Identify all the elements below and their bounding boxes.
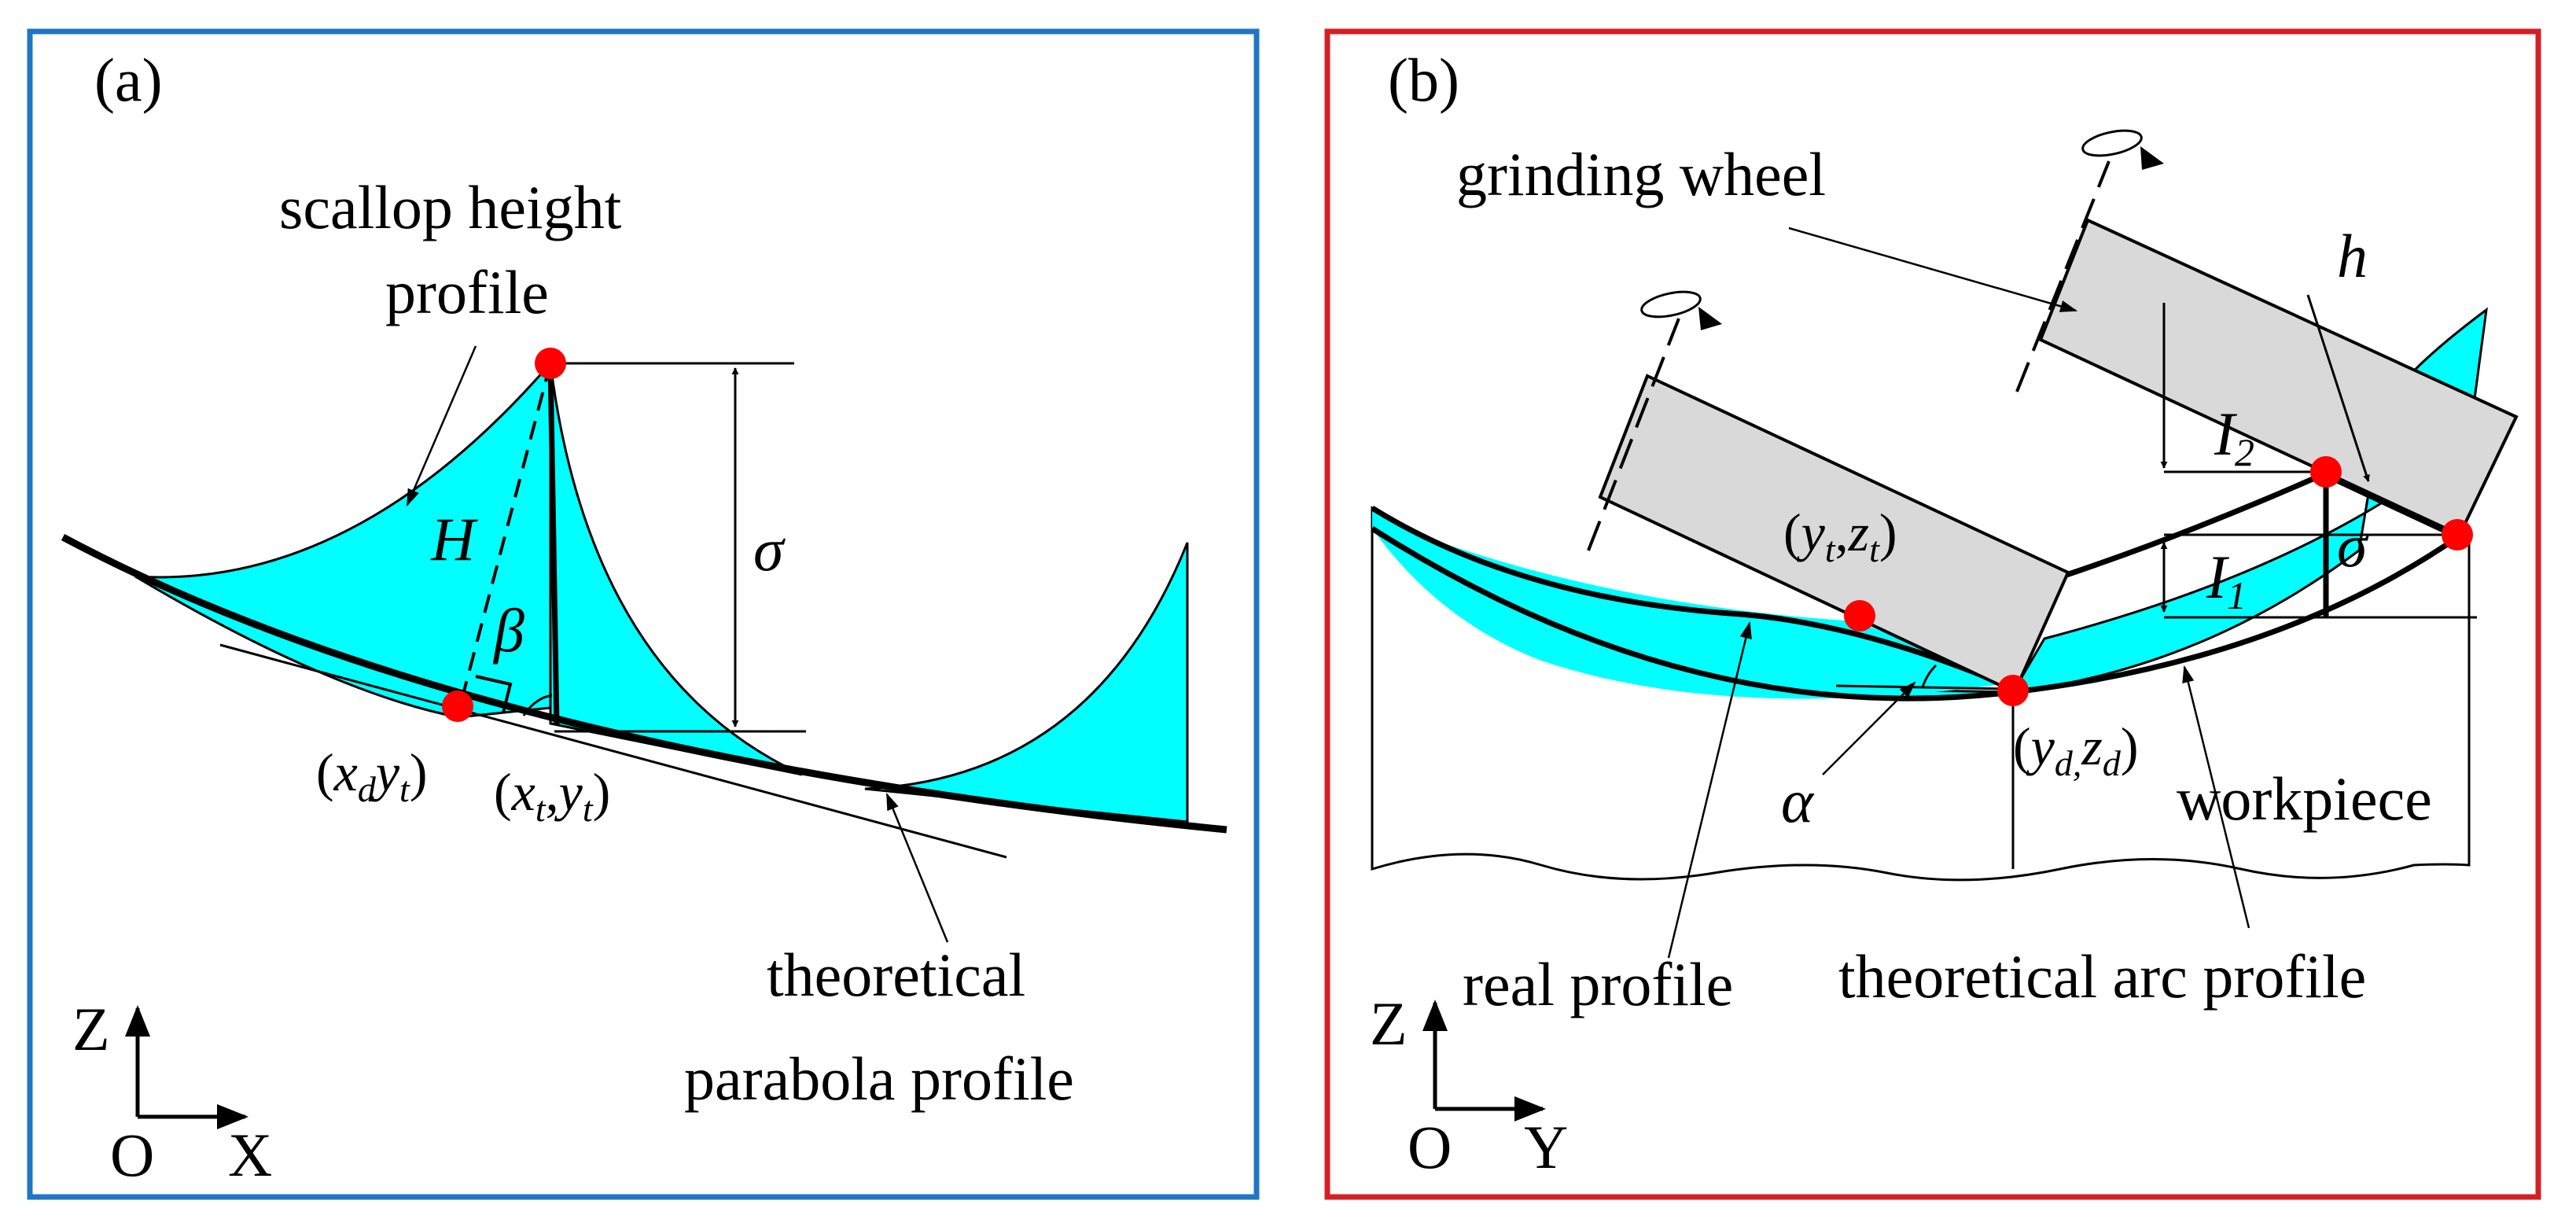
scallop-label-line2: profile	[385, 258, 549, 326]
panel-b-tag: (b)	[1388, 46, 1459, 114]
scallop-region-middle	[549, 363, 803, 776]
i1-label: I1	[2206, 543, 2247, 617]
point-yd-zd	[1997, 675, 2029, 706]
point-yt-zt-label: (yt,zt)	[1783, 503, 1897, 569]
axis-y-label-b: Y	[1524, 1113, 1568, 1181]
peak-point-b	[2310, 456, 2342, 488]
theoretical-arc-curve	[1371, 526, 2463, 702]
wheel-label: grinding wheel	[1456, 140, 1826, 208]
wheel-1-rotation-icon	[1640, 290, 1702, 319]
scallop-label-line1: scallop height	[279, 173, 622, 241]
scallop-region-left	[134, 359, 552, 719]
theo-arc-leader	[2182, 665, 2250, 929]
axis-o-label-b: O	[1408, 1113, 1452, 1181]
point-xt-yt-label: (xt,yt)	[494, 762, 610, 829]
real-profile-label: real profile	[1463, 950, 1733, 1018]
axis-x-label: X	[228, 1121, 272, 1189]
point-yt-zt	[1844, 600, 1875, 632]
alpha-arc	[1921, 664, 1938, 688]
point-xd-yt-label: (xdyt)	[316, 742, 427, 809]
real-profile-curve	[1371, 506, 2015, 691]
wheel-1-rotation-arrow	[1698, 307, 1722, 330]
panel-a: (a) scallop height profile H β σ (xdyt) …	[27, 28, 1260, 1200]
wheel-2-axis	[2015, 160, 2110, 392]
real-profile-band	[1372, 508, 2013, 699]
parabola-label-line2: parabola profile	[684, 1044, 1074, 1113]
tangent-line	[219, 643, 1007, 859]
real-profile-leader	[1667, 621, 1752, 959]
alpha-leader	[1822, 681, 1916, 775]
panel-a-border	[27, 28, 1260, 1200]
right-profile-edge	[2063, 471, 2455, 579]
wheel-1-axis	[1587, 318, 1680, 551]
wheel-2-rotation-icon	[2081, 129, 2143, 157]
panel-b-border	[1324, 28, 2541, 1200]
scallop-region-right	[864, 542, 1189, 823]
panel-a-tag: (a)	[94, 46, 163, 114]
right-point-b	[2442, 519, 2473, 551]
theoretical-arc-label: theoretical arc profile	[1838, 942, 2366, 1011]
h-label-b: h	[2337, 222, 2368, 290]
h-leader	[2306, 294, 2370, 482]
point-xd-yt	[442, 690, 473, 722]
axis-z-label-b: Z	[1370, 989, 1408, 1058]
axis-o-label: O	[110, 1121, 154, 1189]
beta-arc	[522, 694, 553, 716]
h-label: H	[430, 505, 478, 573]
beta-label: β	[492, 596, 524, 665]
scallop-height-line	[547, 363, 560, 726]
sigma-label: σ	[753, 515, 786, 584]
panel-b: (b) grinding wheel h I2 I1 σ (yt,zt) (yd…	[1324, 28, 2541, 1200]
workpiece-label: workpiece	[2177, 764, 2432, 833]
alpha-label: α	[1781, 767, 1815, 835]
right-angle-mark	[475, 675, 513, 713]
parabola-label-line1: theoretical	[767, 941, 1025, 1009]
parabola-label-leader	[885, 792, 949, 943]
wheel-2-rotation-arrow	[2140, 146, 2164, 170]
scallop-label-leader	[406, 345, 477, 507]
axis-z-label: Z	[72, 995, 110, 1063]
point-yd-zd-label: (yd,zd)	[2013, 716, 2138, 783]
i2-label: I2	[2214, 400, 2254, 474]
wheel-label-leader	[1788, 226, 2078, 312]
peak-point	[535, 348, 566, 379]
sigma-label-b: σ	[2337, 511, 2369, 580]
